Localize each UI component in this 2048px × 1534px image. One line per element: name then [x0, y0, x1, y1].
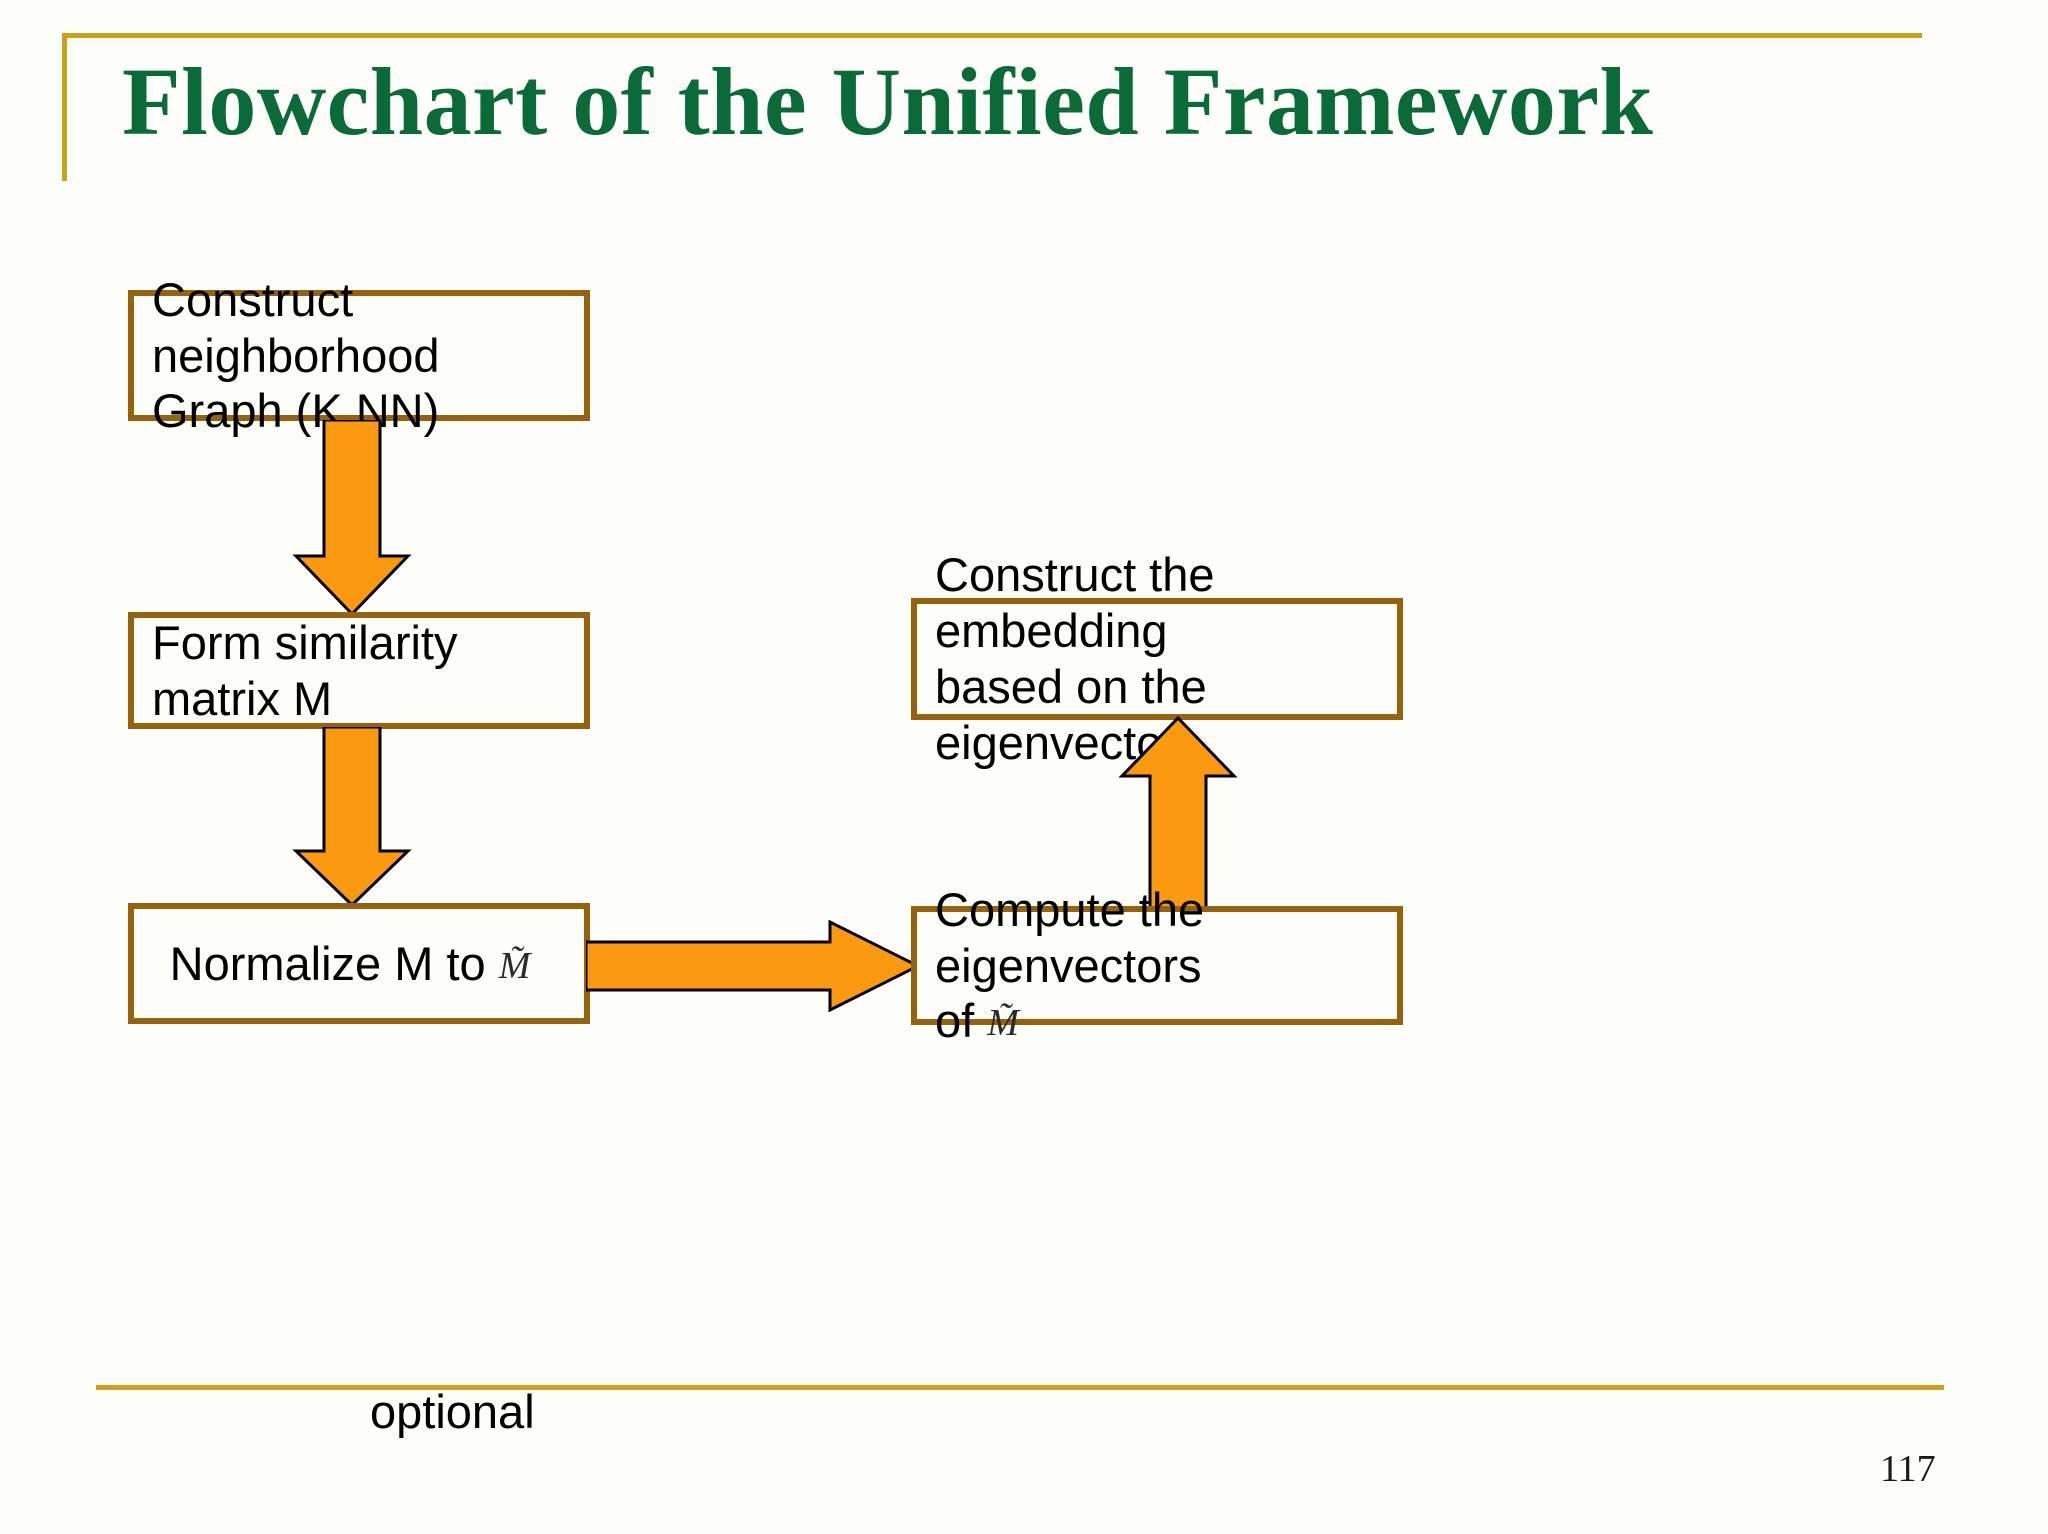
flow-box-construct-knn-graph[interactable]: Construct neighborhood Graph (K NN) — [128, 273, 590, 437]
footer-rule — [96, 1385, 1944, 1390]
down-arrow-icon-similarity-to-normalize — [292, 725, 412, 908]
flow-box-text: Form similarity matrix M — [152, 615, 458, 725]
flow-box-compute-eigenvectors[interactable]: Compute the eigenvectors of M̃ — [911, 883, 1403, 1047]
flow-box-text: Compute the eigenvectors of M̃ — [917, 882, 1397, 1050]
flow-box-normalize-matrix[interactable]: Normalize M to M̃ — [128, 903, 590, 1024]
flow-box-text: Normalize M to M̃ — [134, 936, 584, 992]
flow-box-text: Construct the embedding based on the eig… — [917, 547, 1397, 771]
compute-prefix: of — [935, 994, 988, 1048]
page-title: Flowchart of the Unified Framework — [122, 48, 1654, 155]
embedding-line-1: Construct the embedding — [935, 548, 1215, 658]
compute-line-1: Compute the eigenvectors — [935, 882, 1205, 992]
flow-box-form-similarity-matrix[interactable]: Form similarity matrix M — [128, 612, 590, 729]
page-number: 117 — [1880, 1448, 1936, 1490]
flow-box-construct-embedding[interactable]: Construct the embedding based on the eig… — [911, 548, 1403, 769]
optional-annotation: optional — [370, 1385, 535, 1438]
embedding-line-2: based on the eigenvectors — [935, 660, 1207, 769]
flow-box-text: Construct neighborhood Graph (K NN) — [134, 272, 584, 440]
knn-line-2: Graph (K NN) — [152, 384, 440, 438]
right-arrow-icon-normalize-to-compute — [584, 919, 922, 1013]
m-tilde-symbol: M̃ — [987, 1002, 1019, 1045]
down-arrow-icon-knn-to-similarity — [292, 418, 412, 617]
m-tilde-symbol: M̃ — [498, 944, 531, 987]
normalize-prefix: Normalize M to — [169, 936, 499, 990]
knn-line-1: Construct neighborhood — [152, 272, 440, 382]
title-rule — [62, 33, 1922, 181]
